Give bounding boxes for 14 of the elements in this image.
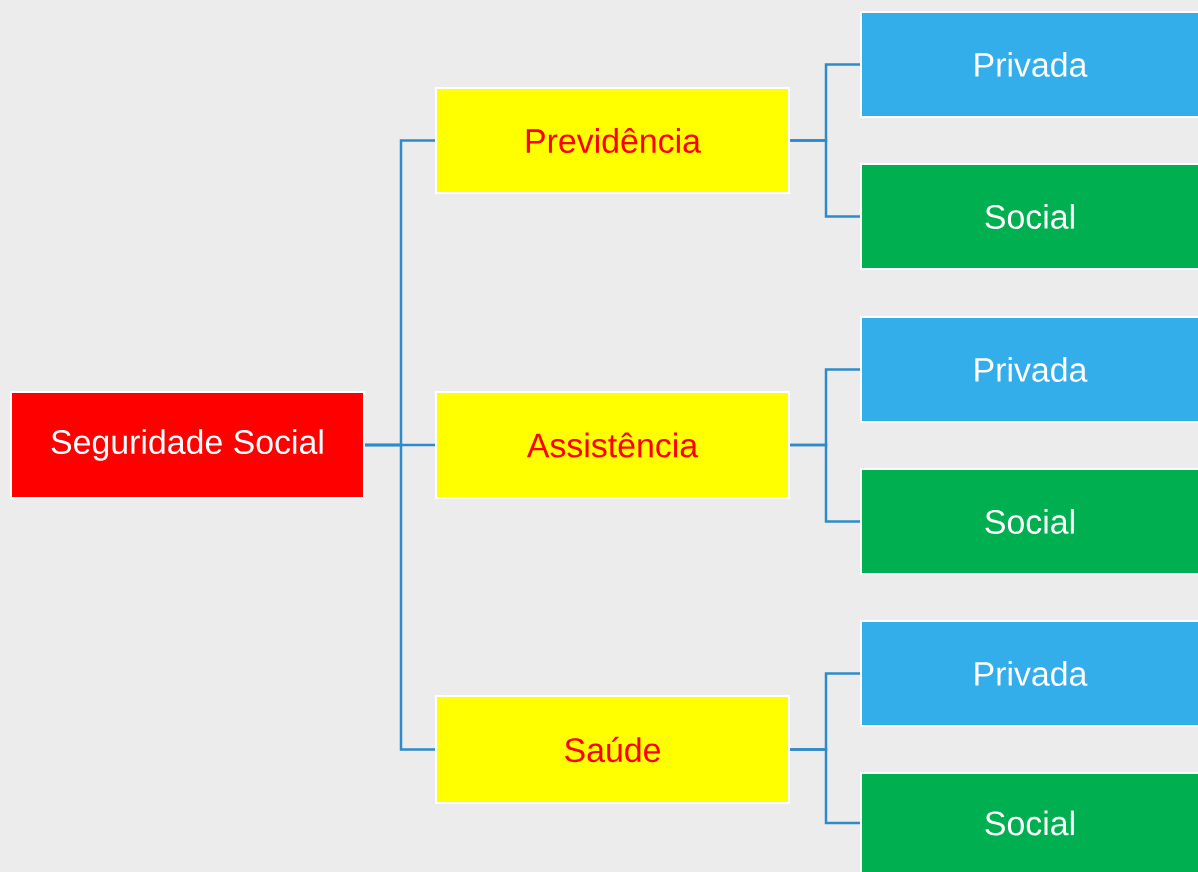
root-box: Seguridade Social <box>10 391 365 499</box>
branch-box: Privada <box>860 316 1198 423</box>
connector <box>365 443 435 751</box>
category-box: Previdência <box>435 87 790 194</box>
branch-box: Social <box>860 772 1198 872</box>
branch-box: Privada <box>860 11 1198 118</box>
connector <box>790 443 860 523</box>
category-box: Assistência <box>435 391 790 499</box>
category-box: Saúde <box>435 695 790 804</box>
connector <box>790 748 860 825</box>
branch-box: Privada <box>860 620 1198 727</box>
connector <box>790 139 860 218</box>
branch-box: Social <box>860 163 1198 270</box>
branch-box: Social <box>860 468 1198 575</box>
